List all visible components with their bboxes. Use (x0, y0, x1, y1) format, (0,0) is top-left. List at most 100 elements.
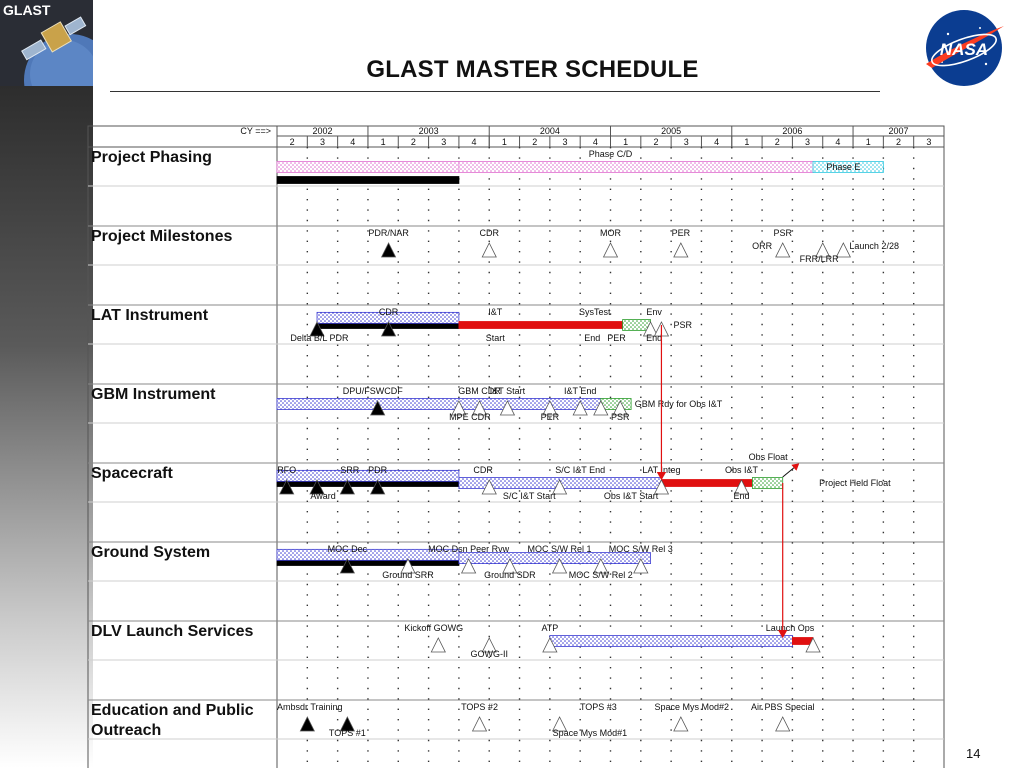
milestone-label: MOC Dec (328, 544, 368, 554)
milestone-label: Award (310, 491, 335, 501)
milestone-label: Delta B/L PDR (290, 333, 349, 343)
milestone-open-marker (400, 558, 416, 574)
quarter-tick-label: 1 (502, 137, 507, 147)
quarter-tick-label: 2 (290, 137, 295, 147)
milestone-open-marker (653, 479, 670, 495)
nasa-meatball-logo: NASA (926, 10, 1004, 86)
milestone-complete-marker (380, 321, 397, 337)
milestone-label: CDR (379, 307, 399, 317)
year-tick-label: 2005 (661, 126, 681, 136)
row-label: Project Phasing (91, 149, 212, 166)
milestone-open-marker (835, 242, 851, 258)
milestone-complete-marker (339, 558, 355, 574)
milestone-label: Start (486, 333, 506, 343)
quarter-tick-label: 3 (441, 137, 446, 147)
quarter-tick-label: 1 (381, 137, 386, 147)
quarter-tick-label: 3 (320, 137, 325, 147)
milestone-open-marker (775, 716, 791, 732)
milestone-open-marker (612, 400, 628, 416)
quarter-tick-label: 2 (896, 137, 901, 147)
milestone-label: PDR (368, 465, 388, 475)
quarter-tick-label: 1 (744, 137, 749, 147)
year-tick-label: 2006 (782, 126, 802, 136)
milestone-complete-marker (370, 400, 386, 416)
year-tick-label: 2004 (540, 126, 560, 136)
milestone-open-marker (481, 479, 497, 495)
milestone-label: MOC S/W Rel 1 (528, 544, 592, 554)
quarter-tick-label: 4 (472, 137, 477, 147)
milestone-open-marker (805, 637, 821, 653)
milestone-label: I&T End (564, 386, 596, 396)
milestone-complete-marker (279, 479, 295, 495)
bar-critical (458, 321, 624, 329)
milestone-label: End (584, 333, 600, 343)
quarter-tick-label: 3 (684, 137, 689, 147)
row-label: Project Milestones (91, 228, 233, 245)
left-gradient-bar (0, 0, 93, 768)
milestone-label: Project Held Float (819, 478, 891, 488)
milestone-open-marker (572, 400, 588, 416)
chart-frame (87, 125, 945, 768)
milestone-open-marker (499, 400, 516, 416)
quarter-tick-label: 4 (350, 137, 355, 147)
quarter-tick-label: 1 (866, 137, 871, 147)
milestone-label: S/C I&T End (555, 465, 605, 475)
milestone-open-marker (815, 242, 831, 258)
milestone-label: GBM CDR (458, 386, 501, 396)
milestone-label: FRR/LRR (800, 254, 840, 264)
milestone-label: Launch 2/28 (849, 241, 899, 251)
quarter-tick-label: 2 (775, 137, 780, 147)
year-tick-label: 2002 (312, 126, 332, 136)
page-number: 14 (966, 746, 981, 761)
milestone-open-marker (481, 637, 497, 653)
milestone-complete-marker (380, 242, 397, 258)
row-label: Education and Public Outreach (91, 702, 254, 739)
milestone-label: Ground SDR (484, 570, 536, 580)
quarter-tick-label: 1 (623, 137, 628, 147)
milestone-open-marker (551, 479, 568, 495)
milestone-label: Obs I&T (725, 465, 759, 475)
milestone-label: Air PBS Special (751, 702, 815, 712)
milestone-label: Kickoff GOWG (404, 623, 463, 633)
milestone-label: Phase C/D (589, 149, 633, 159)
milestone-open-marker (471, 716, 488, 732)
milestone-label: End (646, 333, 662, 343)
milestone-label: TOPS #2 (461, 702, 498, 712)
milestone-open-marker (775, 242, 791, 258)
milestone-label: I&T (488, 307, 503, 317)
milestone-label: SysTest (579, 307, 611, 317)
milestone-label: MPE CDR (449, 412, 491, 422)
milestone-label: PER (607, 333, 626, 343)
milestone-open-marker (542, 400, 558, 416)
milestone-complete-marker (309, 479, 325, 495)
bar-reserve (751, 477, 784, 489)
milestone-open-marker (673, 242, 689, 258)
milestone-label: RFO (277, 465, 296, 475)
glast-satellite-logo: GLAST (0, 0, 93, 86)
milestone-label: Launch Ops (766, 623, 815, 633)
nasa-logo-text: NASA (940, 40, 988, 59)
year-tick-label: 2003 (419, 126, 439, 136)
milestone-complete-marker (339, 716, 355, 732)
milestone-open-marker (481, 242, 497, 258)
milestone-complete-marker (299, 716, 315, 732)
milestone-complete-marker (370, 479, 386, 495)
quarter-tick-label: 4 (593, 137, 598, 147)
milestone-label: End (733, 491, 749, 501)
year-tick-label: 2007 (889, 126, 909, 136)
quarter-tick-label: 3 (926, 137, 931, 147)
row-label: GBM Instrument (91, 386, 216, 403)
milestone-label: DPU/FSWCDF (343, 386, 403, 396)
milestone-open-marker (542, 637, 558, 653)
row-label: Spacecraft (91, 465, 173, 482)
milestone-label: ORR (752, 241, 773, 251)
milestone-label: MOR (600, 228, 621, 238)
glast-logo-text: GLAST (3, 2, 51, 18)
axis-label: CY ==> (240, 126, 271, 136)
milestone-open-marker (551, 716, 568, 732)
quarter-tick-label: 2 (411, 137, 416, 147)
milestone-open-marker (551, 558, 568, 574)
milestone-label: MOC Dsn Peer Rvw (428, 544, 510, 554)
milestone-open-marker (460, 558, 477, 574)
milestone-label: Space Mys Mod#1 (553, 728, 628, 738)
